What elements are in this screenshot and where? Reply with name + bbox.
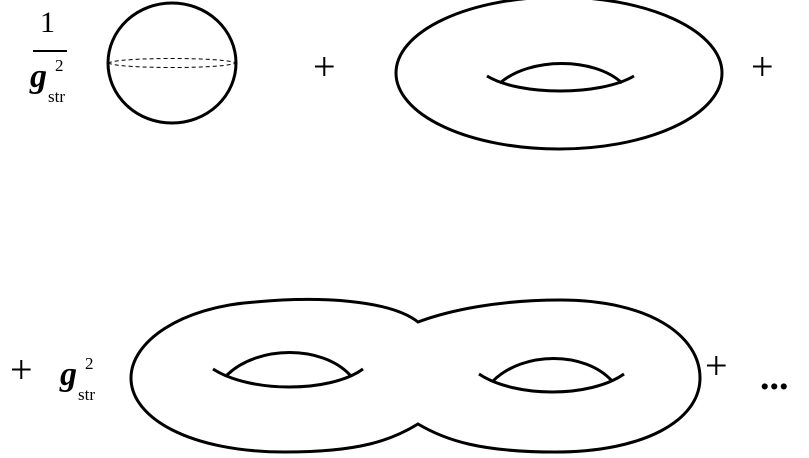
torus-surface xyxy=(396,0,722,149)
double-torus-surface xyxy=(131,299,700,452)
sphere-surface xyxy=(108,3,236,123)
